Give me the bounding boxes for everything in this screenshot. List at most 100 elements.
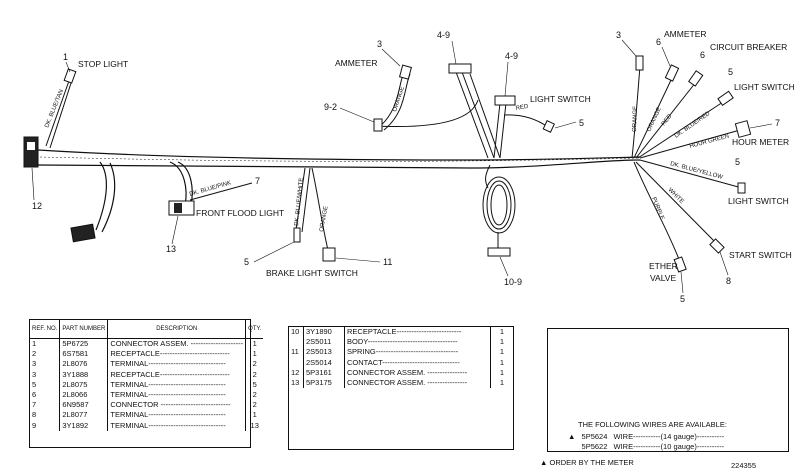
cell-qty: 1 — [499, 367, 505, 377]
item-number: 8 — [726, 276, 731, 286]
cell-part: 2S5014 — [303, 357, 345, 368]
item-number: 13 — [166, 244, 176, 254]
cell-ref: 10 — [289, 327, 304, 338]
cell-part: 3Y1890 — [303, 327, 345, 338]
connector-12: 12 — [23, 136, 42, 211]
item-number: 3 — [377, 39, 382, 49]
item-number: 11 — [383, 257, 392, 267]
cell-desc: TERMINAL------------------------------- — [107, 389, 247, 401]
cell-part: 5P6725 — [59, 338, 109, 350]
cell-qty: 1 — [499, 337, 505, 347]
wire-row: ▲ 5P5624 WIRE-----------(14 gauge)------… — [568, 432, 724, 441]
cell-ref: 5 — [30, 379, 61, 390]
footer-order-note: ▲ ORDER BY THE METER — [540, 458, 634, 467]
cell-ref: 13 — [289, 377, 304, 389]
cell-part: 2S5013 — [303, 347, 345, 358]
wire-label-dk-blue-red: DK. BLUE/RED — [674, 110, 712, 139]
wire-label-dk-blue-white: DK. BLUE/WHITE — [294, 178, 305, 227]
item-number: 6 — [656, 37, 661, 47]
available-wires-heading: THE FOLLOWING WIRES ARE AVAILABLE: — [578, 420, 727, 429]
item-number: 5 — [579, 118, 584, 128]
cell-part: 6N9587 — [59, 400, 109, 411]
cell-desc: CONNECTOR ASSEM. ---------------- — [344, 367, 491, 378]
label-ether-valve: VALVE — [650, 273, 676, 283]
cell-ref: 3 — [30, 369, 61, 380]
wire-label-orange-r2: ORANGE — [646, 107, 662, 133]
cell-ref: 11 — [289, 347, 304, 358]
item-number: 6 — [700, 50, 705, 60]
wire-label-dk-blue-pink: DK. BLUE/PINK — [189, 180, 232, 198]
col-header-qty: QTY. — [245, 320, 264, 339]
label-circuit-breaker: CIRCUIT BREAKER — [710, 42, 787, 52]
wire-part: 5P5624 — [581, 432, 608, 441]
cell-desc: RECEPTACLE---------------------------- — [107, 369, 247, 380]
item-number: 5 — [735, 157, 740, 167]
cell-qty: 1 — [252, 349, 257, 359]
cell-part: 5P3175 — [303, 377, 345, 389]
wire-label-orange-ammeter: ORANGE — [392, 86, 406, 113]
label-light-switch-mid: LIGHT SWITCH — [530, 94, 591, 104]
cell-ref — [289, 357, 304, 368]
cell-ref — [289, 337, 304, 348]
col-header-ref: REF. NO. — [30, 320, 61, 339]
label-hour-meter: HOUR METER — [732, 137, 789, 147]
cell-ref: 8 — [30, 410, 61, 421]
left-drop-cable — [70, 161, 116, 243]
wire-label-purple-r: PURPLE — [650, 197, 665, 222]
col-header-part-number: PART NUMBER — [59, 320, 109, 339]
stop-light-branch: DK. BLUE/TAN STOP LIGHT 1 — [44, 52, 128, 149]
cell-desc: TERMINAL------------------------------- — [107, 359, 247, 370]
item-number: 4-9 — [505, 51, 518, 61]
cell-desc: BODY------------------------------------ — [344, 337, 491, 348]
wire-label-hour-green: HOUR GREEN — [689, 134, 730, 150]
cell-desc: CONTACT------------------------------- — [344, 357, 491, 368]
item-number: 12 — [32, 201, 42, 211]
item-number: 4-9 — [437, 30, 450, 40]
cell-ref: 1 — [30, 338, 61, 350]
wire-part: 5P5622 — [581, 442, 608, 451]
cell-part: 2L8077 — [59, 410, 109, 421]
item-number: 7 — [255, 176, 260, 186]
cell-qty: 2 — [252, 369, 257, 379]
cell-desc: TERMINAL------------------------------- — [107, 379, 247, 390]
cell-qty: 1 — [252, 339, 257, 349]
cell-qty: 1 — [499, 327, 505, 337]
cell-part: 3Y1892 — [59, 420, 109, 431]
cell-ref: 9 — [30, 420, 61, 431]
cell-desc: CONNECTOR ASSEM. --------------------- — [107, 338, 247, 350]
item-number: 5 — [680, 294, 685, 304]
cell-desc: RECEPTACLE---------------------------- — [107, 349, 247, 360]
main-harness-trunk — [37, 149, 641, 169]
cell-desc: CONNECTOR ---------------------------- — [107, 400, 247, 411]
wire-row: ▲ 5P5622 WIRE-----------(10 gauge)------… — [568, 442, 725, 451]
cell-desc: RECEPTACLE-------------------------- — [344, 327, 491, 338]
wire-label-orange-r1: ORANGE — [632, 106, 639, 132]
cell-part: 3Y1888 — [59, 369, 109, 380]
brake-light-switch-branch: DK. BLUE/WHITE ORANGE 5 11 BRAKE LIGHT S… — [244, 167, 392, 278]
cell-part: 5P3161 — [303, 367, 345, 378]
right-fanout: ORANGE 3 ORANGE 6 AMMETER RED 6 CIRCUIT … — [616, 29, 794, 304]
item-number: 7 — [775, 118, 780, 128]
cell-desc: TERMINAL------------------------------- — [107, 420, 247, 431]
wire-label-orange-brake: ORANGE — [319, 206, 329, 233]
order-marker-icon: ▲ — [568, 432, 576, 441]
label-ammeter-right: AMMETER — [664, 29, 707, 39]
item-number: 3 — [616, 30, 621, 40]
cell-part: 2L8066 — [59, 389, 109, 401]
cell-part: 2S5011 — [303, 337, 345, 348]
cell-ref: 7 — [30, 400, 61, 411]
cell-part: 6S7581 — [59, 349, 109, 360]
